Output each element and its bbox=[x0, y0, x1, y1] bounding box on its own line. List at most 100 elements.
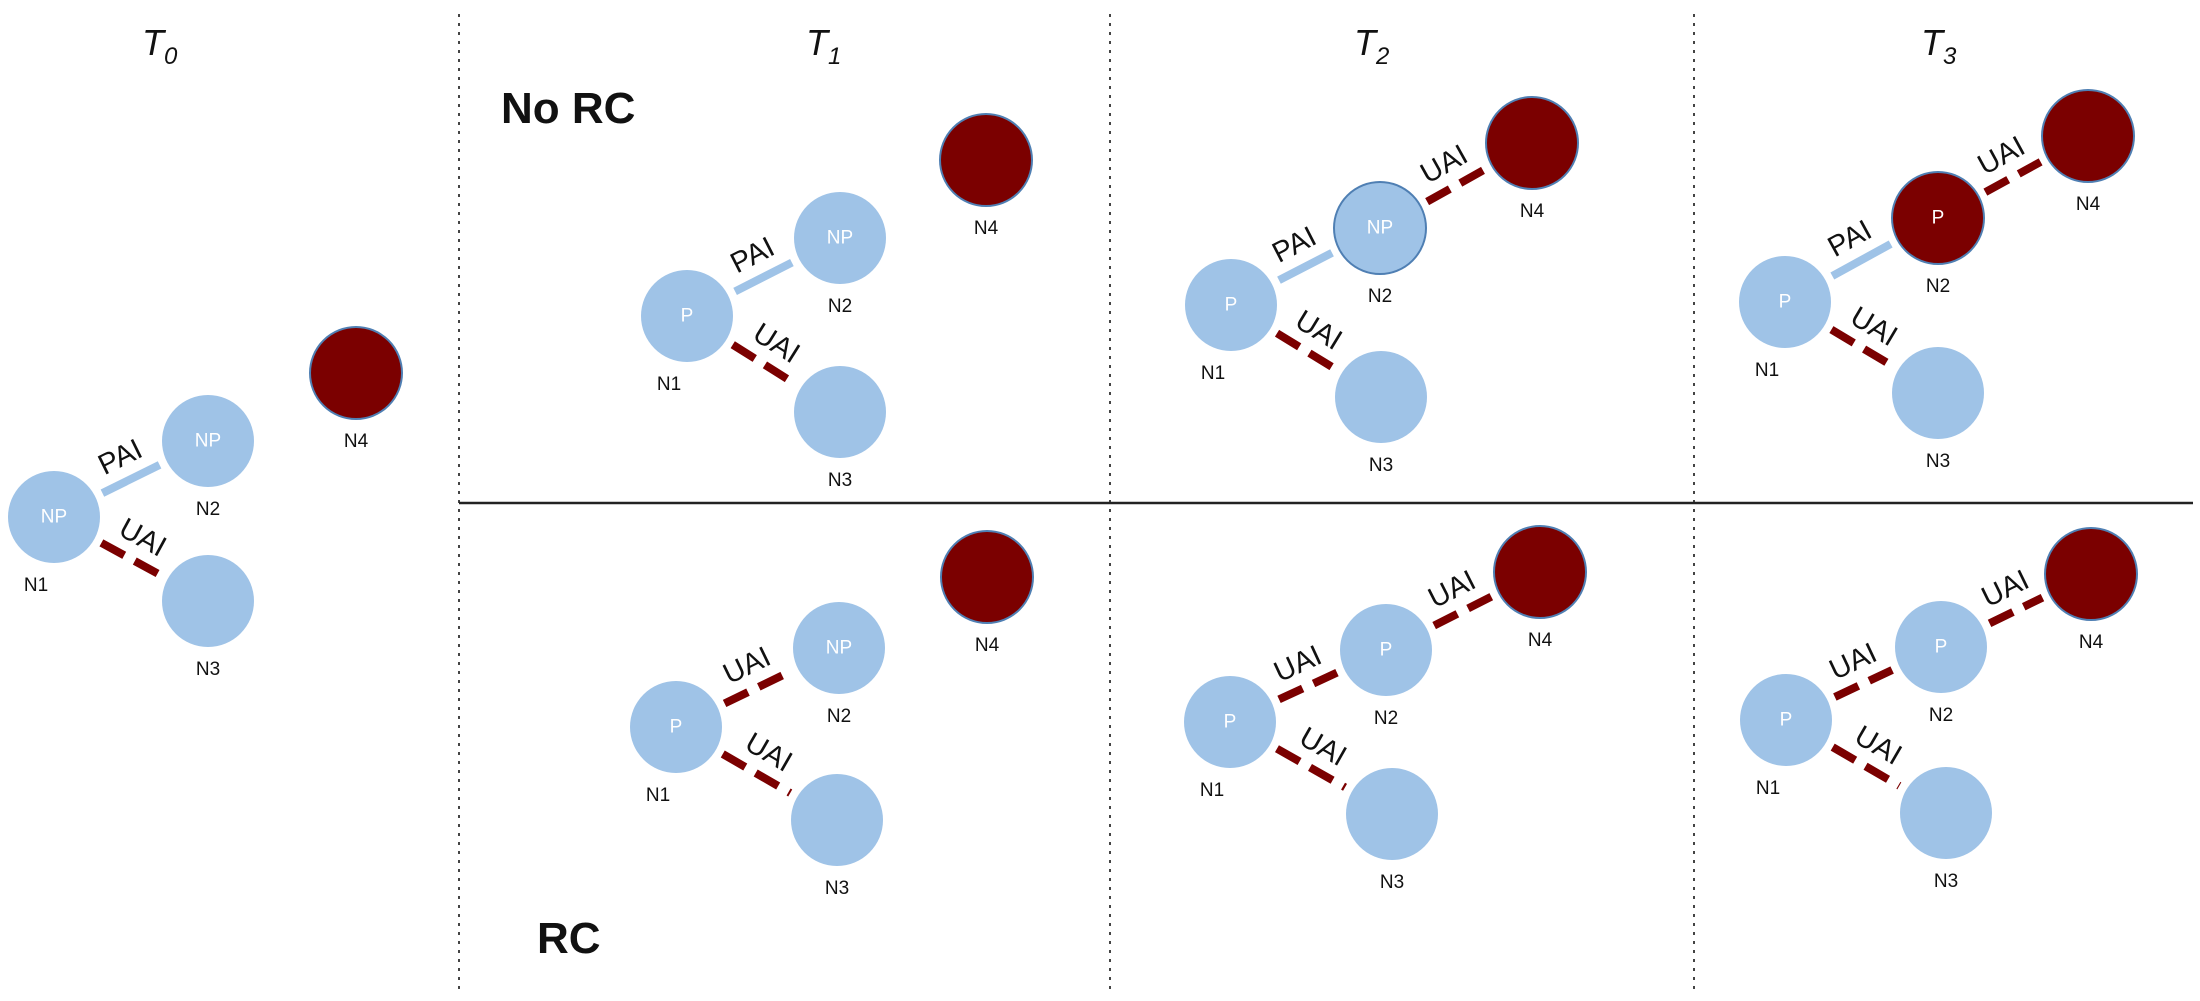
node-n1 bbox=[8, 471, 100, 563]
pai-edge bbox=[733, 258, 794, 296]
node-id-label: N4 bbox=[2076, 194, 2101, 215]
panel-dividers bbox=[458, 14, 2193, 995]
uai-edge bbox=[1833, 666, 1894, 701]
uai-edge-label: UAI bbox=[1845, 301, 1903, 353]
uai-edge-label: UAI bbox=[1849, 720, 1907, 772]
uai-edge bbox=[1425, 165, 1487, 206]
node-id-label: N1 bbox=[1755, 360, 1779, 381]
node-n4 bbox=[1485, 96, 1579, 190]
node-n4 bbox=[939, 113, 1033, 207]
node-state-label: P bbox=[1935, 637, 1948, 658]
node-id-label: N4 bbox=[2079, 632, 2104, 653]
uai-edge-label: UAI bbox=[1290, 304, 1348, 357]
uai-edge-label: UAI bbox=[747, 317, 805, 370]
uai-edge bbox=[1987, 594, 2045, 627]
node-state-label: NP bbox=[41, 507, 67, 528]
node-n4 bbox=[2041, 89, 2135, 183]
node-n2 bbox=[1340, 604, 1432, 696]
node-id-label: N4 bbox=[975, 635, 1000, 656]
node-n4 bbox=[1493, 525, 1587, 619]
node-id-label: N3 bbox=[1380, 872, 1404, 893]
node-id-label: N3 bbox=[196, 659, 220, 680]
node-state-label: NP bbox=[195, 431, 221, 452]
node-id-label: N2 bbox=[1368, 286, 1392, 307]
node-id-label: N2 bbox=[827, 706, 851, 727]
row-label-rc: RC bbox=[537, 914, 601, 963]
node-n1 bbox=[1739, 256, 1831, 348]
node-id-label: N1 bbox=[646, 785, 670, 806]
node-id-label: N2 bbox=[1929, 705, 1953, 726]
row-headers: No RC RC bbox=[501, 84, 635, 963]
node-id-label: N3 bbox=[825, 878, 849, 899]
node-n2 bbox=[1891, 171, 1985, 265]
node-id-label: N1 bbox=[1200, 780, 1224, 801]
uai-edge bbox=[1274, 745, 1348, 791]
node-n3 bbox=[791, 774, 883, 866]
node-state-label: P bbox=[1224, 712, 1237, 733]
node-n1 bbox=[1184, 676, 1276, 768]
node-n4 bbox=[309, 326, 403, 420]
node-state-label: P bbox=[1932, 208, 1945, 229]
node-n1 bbox=[1185, 259, 1277, 351]
node-id-label: N1 bbox=[1201, 363, 1225, 384]
row-label-no-rc: No RC bbox=[501, 84, 635, 133]
uai-edge bbox=[1983, 158, 2043, 196]
node-id-label: N3 bbox=[1934, 871, 1958, 892]
node-n3 bbox=[1892, 347, 1984, 439]
node-id-label: N1 bbox=[1756, 778, 1780, 799]
node-state-label: P bbox=[1780, 710, 1793, 731]
node-state-label: P bbox=[1380, 640, 1393, 661]
node-n3 bbox=[162, 555, 254, 647]
node-id-label: N1 bbox=[657, 374, 681, 395]
uai-edge-label: UAI bbox=[1294, 721, 1352, 773]
node-id-label: N4 bbox=[974, 218, 999, 239]
pai-edge bbox=[1277, 249, 1334, 284]
node-n2 bbox=[1333, 181, 1427, 275]
node-n3 bbox=[1335, 351, 1427, 443]
uai-edge bbox=[1432, 592, 1494, 630]
uai-edge bbox=[99, 539, 163, 579]
node-id-label: N2 bbox=[828, 296, 852, 317]
uai-edge bbox=[1830, 743, 1902, 790]
node-n4 bbox=[2044, 527, 2138, 621]
node-n3 bbox=[1900, 767, 1992, 859]
node-n2 bbox=[793, 602, 885, 694]
column-headers: T0 T1 T2 T3 bbox=[142, 22, 1957, 70]
node-id-label: N2 bbox=[1926, 276, 1950, 297]
column-header-t3: T3 bbox=[1921, 22, 1957, 70]
uai-edge bbox=[1829, 326, 1894, 369]
column-header-t2: T2 bbox=[1354, 22, 1389, 70]
node-n2 bbox=[162, 395, 254, 487]
node-n2 bbox=[1895, 601, 1987, 693]
column-header-t1: T1 bbox=[806, 22, 841, 70]
node-id-label: N3 bbox=[1369, 455, 1393, 476]
node-n1 bbox=[641, 270, 733, 362]
node-id-label: N4 bbox=[1528, 630, 1553, 651]
node-id-label: N2 bbox=[1374, 708, 1398, 729]
node-id-label: N4 bbox=[1520, 201, 1545, 222]
uai-edge bbox=[1277, 668, 1339, 704]
node-state-label: P bbox=[1779, 292, 1792, 313]
node-state-label: P bbox=[670, 717, 683, 738]
node-state-label: P bbox=[681, 306, 694, 327]
node-id-label: N2 bbox=[196, 499, 220, 520]
column-header-t0: T0 bbox=[142, 22, 178, 70]
uai-edge bbox=[720, 750, 793, 797]
node-n4 bbox=[940, 530, 1034, 624]
node-state-label: NP bbox=[1367, 218, 1393, 239]
uai-edge bbox=[1274, 329, 1338, 373]
node-n1 bbox=[1740, 674, 1832, 766]
pai-edge bbox=[100, 461, 162, 497]
node-id-label: N4 bbox=[344, 431, 369, 452]
node-n2 bbox=[794, 192, 886, 284]
node-id-label: N3 bbox=[1926, 451, 1950, 472]
node-n3 bbox=[794, 366, 886, 458]
